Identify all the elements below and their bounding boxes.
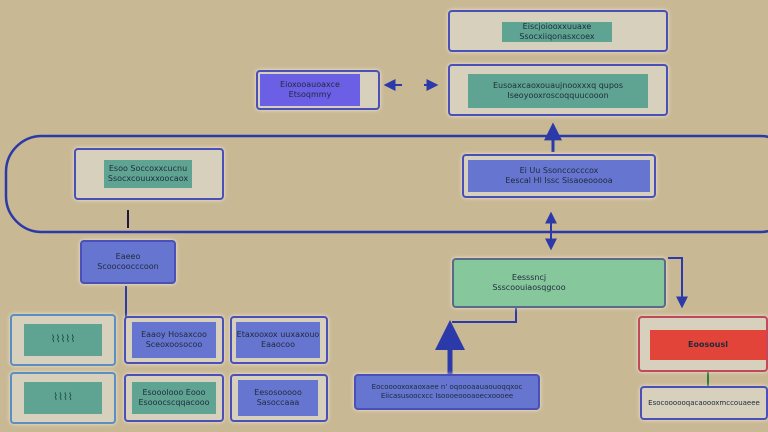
grid-cell-b1-line1: Eaaoy Hosaxcoo — [141, 330, 207, 339]
node-bottom-blue-line1: Eocooooxoxaoxaee n' oqoooaauaouoqqxoc — [371, 383, 523, 391]
node-small-blue-line2: Scoocoocccoon — [97, 262, 159, 271]
node-green-line2: Ssscoouiaosqgcoo — [492, 283, 566, 292]
grid-cell-a1[interactable]: ⌇⌇⌇⌇⌇ — [10, 314, 116, 366]
node-green[interactable]: Eesssncj Ssscoouiaosqgcoo — [452, 258, 666, 308]
node-right-detail[interactable]: Eusoaxcaoxouaujnooxxxq qupos Iseoyooxros… — [448, 64, 668, 116]
grid-cell-c1-line2: Eaaocoo — [261, 340, 295, 349]
node-right-detail-label: Eusoaxcaoxouaujnooxxxq qupos Iseoyooxros… — [468, 74, 648, 108]
grid-cell-b2[interactable]: Esooolooo Eooo Esooocscqqacooo — [124, 374, 224, 422]
node-left-violet-line2: Etsoqmmy — [288, 90, 332, 99]
node-mid-blue-label: Ei Uu Ssonccocccox Eescal Hl Issc Sisaoe… — [468, 160, 650, 192]
node-red-label: Eoosousl — [650, 330, 766, 360]
grid-cell-b2-label: Esooolooo Eooo Esooocscqqacooo — [132, 382, 216, 414]
node-left-teal[interactable]: Esoo Soccoxxcucnu Ssocxcouuxxoocaox — [74, 148, 224, 200]
node-right-detail-line1: Eusoaxcaoxouaujnooxxxq qupos — [492, 81, 623, 90]
node-mid-blue-line2: Eescal Hl Issc Sisaoeooooa — [505, 176, 613, 185]
node-mid-blue-line1: Ei Uu Ssonccocccox — [519, 166, 599, 175]
node-mid-blue[interactable]: Ei Uu Ssonccocccox Eescal Hl Issc Sisaoe… — [462, 154, 656, 198]
node-bottom-blue[interactable]: Eocooooxoxaoxaee n' oqoooaauaouoqqxoc Ei… — [354, 374, 540, 410]
node-green-label: Eesssncj Ssscoouiaosqgcoo — [454, 260, 604, 306]
grid-cell-c1[interactable]: Etaxooxox uuxaxouo Eaaocoo — [230, 316, 328, 364]
grid-cell-b1-line2: Sceoxoosocoo — [145, 340, 203, 349]
node-top-right-line1: Eiscjoiooxxuuaxe — [522, 22, 592, 31]
grid-cell-b2-line1: Esooolooo Eooo — [142, 388, 206, 397]
grid-cell-c2-line2: Sasoccaaa — [256, 398, 300, 407]
node-left-violet-label: Eioxooauoaxce Etsoqmmy — [260, 74, 360, 106]
arrow-up-to-green — [452, 306, 517, 323]
grid-cell-c1-line1: Etaxooxox uuxaxouo — [236, 330, 320, 339]
node-bottom-right[interactable]: Esocoooooqacaoooxmccouaeee — [640, 386, 768, 420]
node-right-detail-line2: Iseoyooxroscoqquucooon — [507, 91, 609, 100]
grid-cell-c2[interactable]: Eesosooooo Sasoccaaa — [230, 374, 328, 422]
grid-cell-c1-label: Etaxooxox uuxaxouo Eaaocoo — [236, 322, 320, 358]
node-small-blue-line1: Eaeeo — [115, 252, 141, 261]
node-top-right[interactable]: Eiscjoiooxxuuaxe Ssocxiiqonasxcoex — [448, 10, 668, 52]
loop-band — [4, 134, 768, 234]
node-small-blue-label: Eaeeo Scoocoocccoon — [82, 242, 174, 282]
node-small-blue[interactable]: Eaeeo Scoocoocccoon — [80, 240, 176, 284]
sprout-glyph-icon: ⌇⌇⌇⌇ — [24, 382, 102, 414]
grid-cell-b1-label: Eaaoy Hosaxcoo Sceoxoosocoo — [132, 322, 216, 358]
node-red[interactable]: Eoosousl — [638, 316, 768, 372]
grid-cell-a2[interactable]: ⌇⌇⌇⌇ — [10, 372, 116, 424]
green-bracket — [668, 257, 688, 309]
grid-cell-b2-line2: Esooocscqqacooo — [138, 398, 210, 407]
grid-cell-c2-label: Eesosooooo Sasoccaaa — [238, 380, 318, 416]
node-left-violet-line1: Eioxooauoaxce — [280, 80, 340, 89]
node-left-teal-line2: Ssocxcouuxxoocaox — [107, 174, 189, 183]
node-bottom-right-text: Esocoooooqacaoooxmccouaeee — [648, 399, 760, 407]
node-bottom-right-label: Esocoooooqacaoooxmccouaeee — [642, 388, 766, 418]
grid-cell-b1[interactable]: Eaaoy Hosaxcoo Sceoxoosocoo — [124, 316, 224, 364]
node-left-teal-label: Esoo Soccoxxcucnu Ssocxcouuxxoocaox — [104, 160, 192, 188]
node-top-right-line2: Ssocxiiqonasxcoex — [519, 32, 595, 41]
node-bottom-blue-label: Eocooooxoxaoxaee n' oqoooaauaouoqqxoc Ei… — [356, 376, 538, 408]
grid-cell-c2-line1: Eesosooooo — [254, 388, 302, 397]
node-red-text: Eoosousl — [688, 340, 728, 349]
node-top-right-label: Eiscjoiooxxuuaxe Ssocxiiqonasxcoex — [502, 22, 612, 42]
node-left-violet[interactable]: Eioxooauoaxce Etsoqmmy — [256, 70, 380, 110]
leaf-glyph-icon: ⌇⌇⌇⌇⌇ — [24, 324, 102, 356]
node-bottom-blue-line2: Eiicasusoocxcc Isoooeoooaoecxoooee — [380, 392, 514, 400]
node-left-teal-line1: Esoo Soccoxxcucnu — [108, 164, 188, 173]
node-green-line1: Eesssncj — [511, 273, 547, 282]
